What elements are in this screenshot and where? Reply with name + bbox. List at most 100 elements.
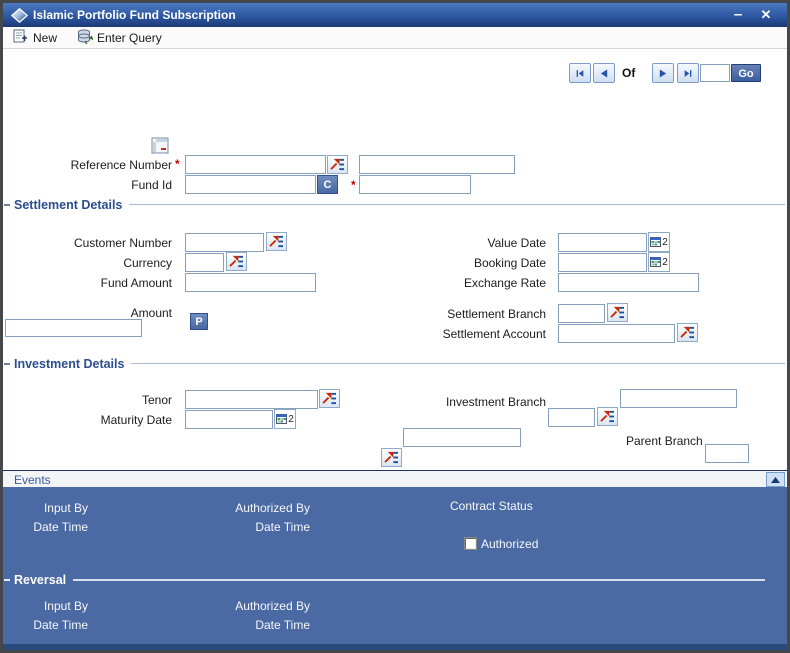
authorized-checkbox-label: Authorized — [481, 537, 539, 551]
of-label: Of — [622, 66, 636, 80]
footer-strip — [3, 644, 787, 650]
authorized-date-time-label: Date Time — [255, 520, 310, 534]
settlement-branch-label: Settlement Branch — [447, 307, 546, 321]
reference-number-input[interactable] — [185, 155, 326, 174]
unlabeled-lov-button[interactable] — [381, 448, 402, 467]
settlement-account-label: Settlement Account — [442, 327, 546, 341]
section-rule — [131, 363, 785, 364]
customer-number-label: Customer Number — [73, 236, 172, 250]
events-title: Events — [14, 473, 51, 487]
settlement-account-lov-button[interactable] — [677, 323, 698, 342]
collapse-up-button[interactable] — [766, 472, 785, 487]
investment-details-section-header: Investment Details — [4, 356, 785, 371]
fund-amount-label: Fund Amount — [100, 276, 172, 290]
record-number-input[interactable] — [700, 64, 730, 82]
customer-number-lov-button[interactable] — [266, 232, 287, 251]
next-record-button[interactable] — [652, 63, 674, 83]
input-by-label: Input By — [43, 501, 88, 515]
reversal-authorized-date-time-label: Date Time — [255, 618, 310, 632]
enter-query-button[interactable]: Enter Query — [77, 29, 162, 47]
currency-input[interactable] — [185, 253, 224, 272]
reference-number-label: Reference Number — [70, 158, 172, 172]
currency-lov-button[interactable] — [226, 252, 247, 271]
parent-branch-input[interactable] — [705, 444, 749, 463]
database-query-icon — [77, 29, 95, 47]
maturity-date-input[interactable] — [185, 410, 273, 429]
section-dash — [4, 203, 10, 206]
new-document-icon — [13, 29, 29, 47]
exchange-rate-input[interactable] — [558, 273, 699, 292]
section-rule — [129, 204, 785, 205]
calendar-icon — [650, 257, 662, 267]
investment-branch-code-input[interactable] — [548, 408, 595, 427]
booking-date-input[interactable] — [558, 253, 647, 272]
reversal-section-header: Reversal — [4, 572, 765, 587]
value-date-calendar-button[interactable]: 2 — [648, 232, 670, 252]
fund-id-label: Fund Id — [131, 178, 172, 192]
investment-branch-lov-button[interactable] — [597, 407, 618, 426]
reference-number-description-input[interactable] — [359, 155, 515, 174]
unlabeled-input[interactable] — [403, 428, 521, 447]
tenor-label: Tenor — [141, 393, 172, 407]
close-button[interactable]: ✕ — [760, 7, 772, 22]
contract-status-label: Contract Status — [450, 499, 533, 513]
input-date-time-label: Date Time — [33, 520, 88, 534]
maturity-date-label: Maturity Date — [100, 413, 172, 427]
tenor-input[interactable] — [185, 390, 318, 409]
customer-number-input[interactable] — [185, 233, 264, 252]
amount-input[interactable] — [5, 319, 142, 337]
fund-id-required-marker: * — [351, 178, 356, 192]
booking-date-calendar-button[interactable]: 2 — [648, 252, 670, 272]
section-dash — [4, 362, 10, 365]
fund-id-c-button[interactable]: C — [317, 175, 338, 194]
reversal-input-date-time-label: Date Time — [33, 618, 88, 632]
minimize-button[interactable]: – — [733, 6, 743, 23]
amount-label: Amount — [130, 306, 172, 320]
reference-number-lov-button[interactable] — [327, 155, 348, 174]
value-date-label: Value Date — [487, 236, 546, 250]
last-record-button[interactable] — [677, 63, 699, 83]
investment-details-title: Investment Details — [14, 356, 125, 371]
toolbar: New Enter Query — [3, 27, 787, 49]
authorized-checkbox[interactable] — [464, 537, 477, 550]
authorized-by-label: Authorized By — [235, 501, 310, 515]
enter-query-button-label: Enter Query — [97, 30, 162, 45]
calendar-button-digit: 2 — [662, 236, 668, 248]
events-bar[interactable]: Events — [3, 470, 787, 487]
new-button[interactable]: New — [13, 29, 57, 46]
up-arrow-icon — [771, 476, 780, 483]
tenor-lov-button[interactable] — [319, 389, 340, 408]
calendar-button-digit: 2 — [288, 413, 294, 425]
section-dash — [4, 578, 10, 581]
section-rule — [73, 578, 765, 581]
new-button-label: New — [33, 30, 58, 45]
titlebar: Islamic Portfolio Fund Subscription – ✕ — [3, 3, 787, 27]
currency-label: Currency — [123, 256, 172, 270]
settlement-account-input[interactable] — [558, 324, 675, 343]
reversal-input-by-label: Input By — [43, 599, 88, 613]
window-title: Islamic Portfolio Fund Subscription — [33, 8, 236, 22]
booking-date-label: Booking Date — [473, 256, 546, 270]
investment-branch-description-input[interactable] — [620, 389, 737, 408]
audit-footer — [3, 487, 787, 644]
fund-id-description-input[interactable] — [359, 175, 471, 194]
lov-arrow-list-icon — [330, 158, 344, 171]
reference-number-required-marker: * — [175, 157, 180, 171]
go-button[interactable]: Go — [731, 64, 761, 82]
default-window-icon[interactable] — [150, 136, 170, 161]
fund-amount-input[interactable] — [185, 273, 316, 292]
calendar-icon — [650, 237, 662, 247]
first-record-button[interactable] — [569, 63, 591, 83]
settlement-details-title: Settlement Details — [14, 197, 123, 212]
maturity-date-calendar-button[interactable]: 2 — [274, 409, 296, 429]
fund-id-input[interactable] — [185, 175, 316, 194]
amount-p-button[interactable]: P — [190, 313, 208, 330]
parent-branch-label: Parent Branch — [626, 434, 703, 448]
settlement-branch-input[interactable] — [558, 304, 605, 323]
settlement-branch-lov-button[interactable] — [607, 303, 628, 322]
reversal-title: Reversal — [14, 572, 67, 587]
investment-branch-label: Investment Branch — [445, 395, 546, 409]
previous-record-button[interactable] — [593, 63, 615, 83]
value-date-input[interactable] — [558, 233, 647, 252]
